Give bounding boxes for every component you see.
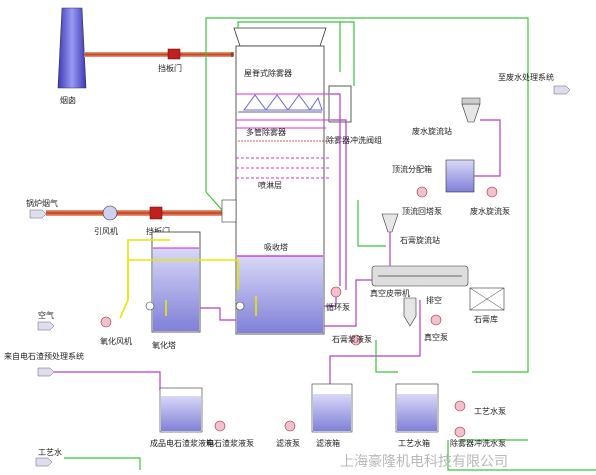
gypsum-pump-label: 石膏浆液泵 [332,334,372,344]
chimney-label: 烟囱 [60,95,76,105]
slurry-tank [159,387,203,433]
oxidation-tower-label: 氧化塔 [152,340,176,350]
from-lime-label: 来自电石渣预处理系统 [4,351,84,361]
flush-pump-icon [454,426,466,438]
damper-mid-label: 挡板门 [146,226,170,236]
yellow-lines [119,239,257,319]
gypsum-cyclone-label: 石膏旋流站 [400,235,440,245]
boiler-gas-label: 锅炉烟气 [26,198,58,208]
circ-pump-icon [330,286,342,298]
chimney [57,7,87,89]
air-label: 空气 [38,310,54,320]
gypsum-store [469,287,505,311]
air-arrow [37,321,55,331]
slurry-pump-icon [214,420,226,432]
mist-spray-lines [236,93,330,129]
watermark: 上海豪隆机电科技有限公司 [340,454,508,470]
filtrate-tank [311,383,353,433]
absorber-label: 吸收塔 [264,242,288,252]
slurry-tank-label: 成品电石渣浆液箱 [150,438,214,448]
gypsum-pump-icon [350,334,362,346]
waste-pump-label: 废水旋流泵 [470,206,510,216]
belt-filter [371,265,469,287]
id-fan-label: 引风机 [94,226,118,236]
filtrate-pump-icon [284,420,296,432]
agitator-abs-icon [235,301,245,311]
inlet-duct [46,199,237,223]
belt-filter-label: 真空皮带机 [370,288,410,298]
flush-pump-label: 除雾器冲洗水泵 [450,438,506,448]
top-duct [84,48,234,60]
mist-valve-label: 除雾器冲洗阀组 [326,135,382,145]
filtrate-tank-label: 滤液箱 [316,438,340,448]
ridge-mist-label: 屋脊式除雾器 [244,68,292,78]
spray-layer-label: 喷淋层 [258,180,282,190]
overflow-tank [445,159,475,193]
ox-fan-icon [100,316,112,328]
oxidation-tower [151,231,201,333]
overflow-pump-icon [416,186,428,198]
overflow-pump-label: 顶流回塔泵 [402,206,442,216]
waste-cyclone [461,97,481,123]
water-tank-label: 工艺水箱 [398,438,430,448]
vent-label: 排空 [426,295,442,305]
gypsum-cyclone [381,213,399,233]
gypsum-store-label: 石膏库 [474,314,498,324]
ox-fan-label: 氧化风机 [100,336,132,346]
from-lime-arrow [37,367,55,377]
water-pump-icon [454,400,466,412]
process-water-arrow [35,457,53,467]
to-waste-arrow [553,85,571,95]
process-water-label: 工艺水 [38,447,62,457]
damper-top-label: 挡板门 [158,63,182,73]
waste-cyclone-label: 废水旋流站 [412,126,452,136]
filtrate-pump-label: 滤液泵 [276,438,300,448]
boiler-gas-arrow [29,209,47,219]
slurry-pump-label: 电石渣浆液泵 [206,438,254,448]
multi-mist-label: 多管除雾器 [246,127,286,137]
overflow-box-label: 顶流分配箱 [392,164,432,174]
to-waste-label: 至废水处理系统 [498,72,554,82]
ridge-mist-eliminator [238,94,323,113]
water-tank [395,383,439,433]
spray-layers [236,157,330,179]
vac-separator [403,297,417,327]
water-pump-label: 工艺水泵 [474,406,506,416]
waste-pump-icon [486,186,498,198]
vac-pump-label: 真空泵 [424,332,448,342]
green-lines [64,17,596,471]
vac-pump-icon [430,314,442,326]
lime-line [54,371,161,390]
agitator-ox-icon [145,301,155,311]
circ-pump-label: 循环泵 [326,302,350,312]
